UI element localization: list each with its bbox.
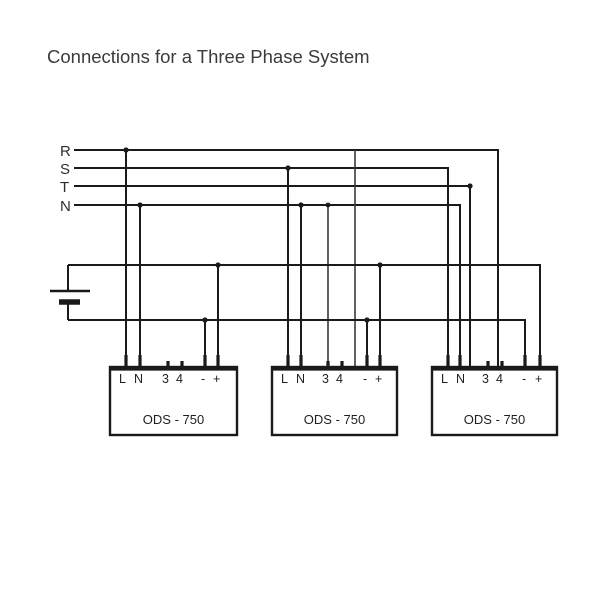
terminal-label-d3-4: 4 [496,372,503,386]
junction-d2-plus [377,262,383,268]
phase-bus-lines [74,149,499,372]
terminal-label-d1-n: N [134,372,143,386]
phase-label-r: R [60,143,71,160]
junction-d2-n [298,202,304,208]
phase-label-t: T [60,179,69,196]
terminal-label-d2-4: 4 [336,372,343,386]
bus-line-n [74,204,461,372]
phase-label-n: N [60,198,71,215]
terminal-label-d3-minus: - [522,372,526,386]
junction-d1-l-r [123,147,129,153]
junction-d1-plus [215,262,221,268]
device-2-drops [285,150,356,372]
junction-d1-n [137,202,143,208]
page-title: Connections for a Three Phase System [47,46,370,67]
terminal-label-d2-minus: - [363,372,367,386]
terminal-label-d2-l: L [281,372,288,386]
terminal-label-d3-l: L [441,372,448,386]
device-1-drops [123,147,143,372]
terminal-label-d1-minus: - [201,372,205,386]
terminal-label-d1-4: 4 [176,372,183,386]
terminal-label-d1-3: 3 [162,372,169,386]
bus-line-s [74,167,449,372]
device-3-body[interactable] [430,365,559,437]
bus-line-t [74,185,471,372]
dc-negative-bus [68,319,526,372]
bus-line-r [74,149,499,372]
device-3[interactable]: L N 3 4 - + ODS - 750 [430,355,559,437]
device-2[interactable]: L N 3 4 - + ODS - 750 [270,355,399,437]
junction-d2-aux [325,202,331,208]
terminal-label-d2-plus: + [375,372,382,386]
phase-label-s: S [60,161,70,178]
terminal-label-d2-3: 3 [322,372,329,386]
terminal-label-d1-plus: + [213,372,220,386]
junction-d2-minus [364,317,370,323]
junction-d2-l-s [285,165,291,171]
junction-d3-l-t [467,183,473,189]
device-3-model: ODS - 750 [464,412,525,427]
device-1-body[interactable] [108,365,239,437]
dc-positive-bus [68,264,541,372]
terminal-label-d2-n: N [296,372,305,386]
device-2-model: ODS - 750 [304,412,365,427]
terminal-label-d3-3: 3 [482,372,489,386]
terminal-label-d3-plus: + [535,372,542,386]
terminal-label-d3-n: N [456,372,465,386]
device-1-model: ODS - 750 [143,412,204,427]
phase-labels: R S T N [60,143,71,215]
device-3-drops [467,183,473,189]
dc-power-supply [50,264,541,372]
junction-d1-minus [202,317,208,323]
terminal-label-d1-l: L [119,372,126,386]
device-1[interactable]: L N 3 4 - + ODS - 750 [108,355,239,437]
device-2-body[interactable] [270,365,399,437]
